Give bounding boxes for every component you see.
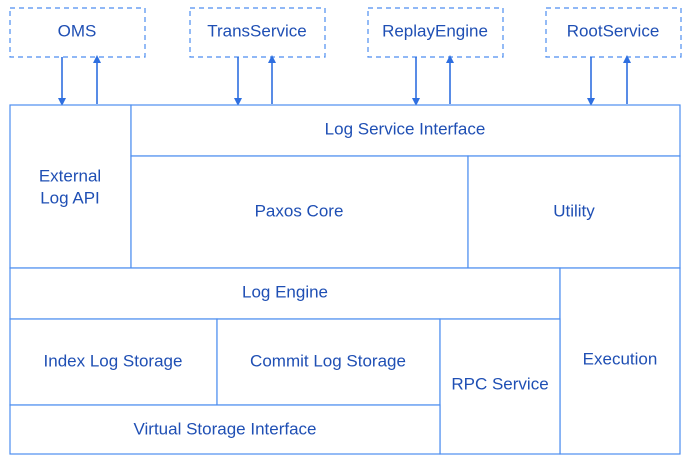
paxos-core-label: Paxos Core	[255, 201, 344, 220]
rpc-service-box: RPC Service	[439, 318, 561, 455]
external-log-api-label-line2: Log API	[40, 188, 100, 207]
commit-log-storage-box: Commit Log Storage	[216, 318, 441, 406]
external-log-api-box: External Log API	[9, 104, 132, 269]
utility-label: Utility	[553, 201, 595, 220]
transservice-label: TransService	[207, 21, 307, 40]
utility-box: Utility	[467, 155, 681, 269]
external-service-replayengine: ReplayEngine	[367, 7, 504, 58]
replayengine-label: ReplayEngine	[382, 21, 488, 40]
log-service-interface-label: Log Service Interface	[325, 119, 486, 138]
external-service-transservice: TransService	[189, 7, 326, 58]
external-log-api-label-line1: External	[39, 166, 101, 185]
log-engine-label: Log Engine	[242, 282, 328, 301]
virtual-storage-interface-box: Virtual Storage Interface	[9, 404, 441, 455]
log-engine-box: Log Engine	[9, 267, 561, 320]
arrows	[58, 55, 631, 106]
virtual-storage-interface-label: Virtual Storage Interface	[133, 419, 316, 438]
index-log-storage-box: Index Log Storage	[9, 318, 218, 406]
rpc-service-label: RPC Service	[451, 374, 548, 393]
rootservice-label: RootService	[567, 21, 660, 40]
oms-label: OMS	[58, 21, 97, 40]
log-service-interface-box: Log Service Interface	[130, 104, 681, 157]
commit-log-storage-label: Commit Log Storage	[250, 351, 406, 370]
execution-label: Execution	[583, 349, 658, 368]
index-log-storage-label: Index Log Storage	[44, 351, 183, 370]
execution-box: Execution	[559, 267, 681, 455]
external-service-rootservice: RootService	[545, 7, 682, 58]
paxos-core-box: Paxos Core	[130, 155, 469, 269]
external-service-oms: OMS	[9, 7, 146, 58]
